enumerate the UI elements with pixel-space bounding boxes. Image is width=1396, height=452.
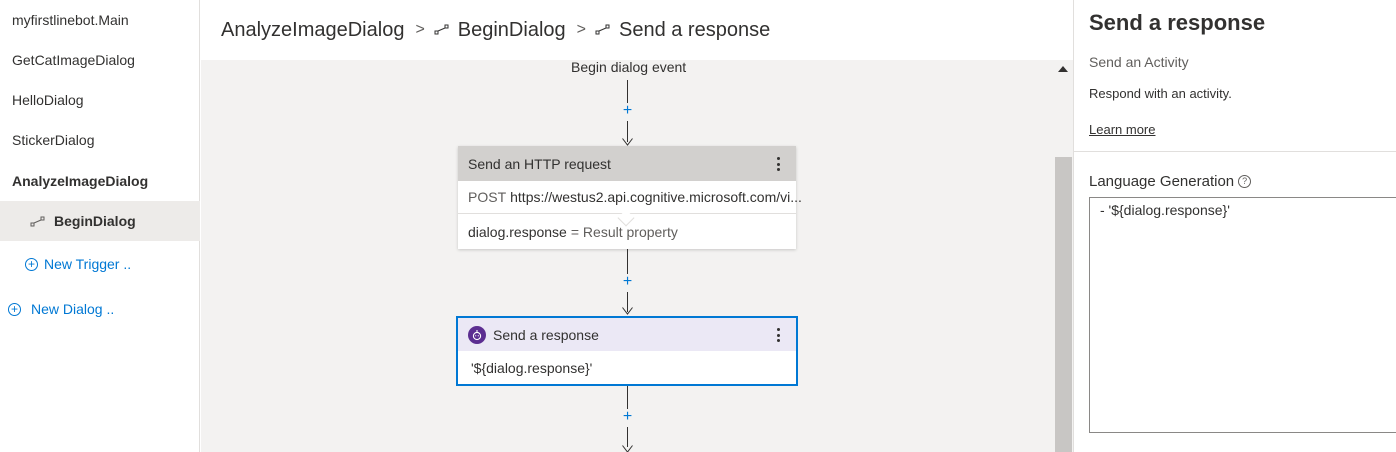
property-panel: Send a response Send an Activity Respond… xyxy=(1073,0,1396,452)
trigger-icon xyxy=(30,215,46,227)
response-card-body: '${dialog.response}' xyxy=(458,351,796,384)
sidebar-item-hello[interactable]: HelloDialog xyxy=(0,80,200,120)
sidebar-item-main[interactable]: myfirstlinebot.Main xyxy=(0,0,200,40)
http-request-card[interactable]: Send an HTTP request POST https://westus… xyxy=(458,146,802,249)
sidebar-item-label: BeginDialog xyxy=(54,213,136,229)
breadcrumb-label: BeginDialog xyxy=(457,18,566,41)
result-property-label: = Result property xyxy=(570,223,678,240)
trigger-icon xyxy=(434,24,450,36)
sidebar-item-begindialog[interactable]: BeginDialog xyxy=(0,201,200,241)
lg-editor-text: - '${dialog.response}' xyxy=(1100,202,1230,218)
send-response-card[interactable]: Send a response '${dialog.response}' xyxy=(456,316,798,386)
begin-dialog-event-label: Begin dialog event xyxy=(571,59,687,75)
http-card-request-row: POST https://westus2.api.cognitive.micro… xyxy=(458,181,802,227)
arrow-down-icon xyxy=(622,138,633,146)
panel-description: Respond with an activity. xyxy=(1089,86,1232,101)
sidebar-item-getcatimage[interactable]: GetCatImageDialog xyxy=(0,40,200,80)
breadcrumb: AnalyzeImageDialog > BeginDialog > Send … xyxy=(201,0,1073,60)
connector-line xyxy=(627,427,628,447)
result-variable: dialog.response xyxy=(468,223,567,240)
trigger-icon xyxy=(595,24,611,36)
add-action-button[interactable]: + xyxy=(619,103,636,120)
breadcrumb-label: AnalyzeImageDialog xyxy=(221,18,405,41)
response-card-header: Send a response xyxy=(458,318,796,351)
connector-line xyxy=(627,386,628,409)
breadcrumb-separator: > xyxy=(415,21,425,38)
language-generation-text: Language Generation xyxy=(1089,173,1235,190)
add-circle-icon: + xyxy=(8,302,21,316)
connector-line xyxy=(627,249,628,274)
add-action-button[interactable]: + xyxy=(619,274,636,291)
new-trigger-label: New Trigger .. xyxy=(44,256,132,272)
language-generation-label: Language Generation ? xyxy=(1089,173,1252,190)
new-dialog-label: New Dialog .. xyxy=(31,301,115,317)
panel-subtitle: Send an Activity xyxy=(1089,54,1189,70)
arrow-down-icon xyxy=(622,445,633,452)
arrow-down-icon xyxy=(622,307,633,315)
http-card-header: Send an HTTP request xyxy=(458,146,796,181)
connector-line xyxy=(627,121,628,142)
http-url: https://westus2.api.cognitive.microsoft.… xyxy=(510,189,802,205)
breadcrumb-item-trigger[interactable]: BeginDialog xyxy=(434,19,566,42)
sidebar-item-label: myfirstlinebot.Main xyxy=(12,12,129,28)
breadcrumb-item-dialog[interactable]: AnalyzeImageDialog xyxy=(221,19,404,42)
canvas-scrollbar-thumb[interactable] xyxy=(1055,157,1072,452)
connector-line xyxy=(627,292,628,312)
sidebar-item-label: AnalyzeImageDialog xyxy=(12,173,149,189)
breadcrumb-item-action[interactable]: Send a response xyxy=(595,19,770,42)
more-vertical-icon[interactable] xyxy=(770,155,786,173)
flow-canvas[interactable] xyxy=(201,60,1073,452)
add-action-button[interactable]: + xyxy=(619,409,636,426)
breadcrumb-label: Send a response xyxy=(618,18,771,41)
connector-line xyxy=(627,80,628,103)
language-generation-editor[interactable]: - '${dialog.response}' xyxy=(1089,197,1396,433)
scroll-up-arrow-icon[interactable] xyxy=(1058,66,1068,72)
more-vertical-icon[interactable] xyxy=(770,326,786,344)
sidebar-item-sticker[interactable]: StickerDialog xyxy=(0,120,200,160)
bot-icon xyxy=(468,325,486,344)
sidebar-item-label: GetCatImageDialog xyxy=(12,52,135,68)
new-dialog-button[interactable]: + New Dialog .. xyxy=(8,300,114,318)
http-card-title: Send an HTTP request xyxy=(468,155,611,172)
response-card-title: Send a response xyxy=(493,326,599,343)
response-text: '${dialog.response}' xyxy=(471,359,593,376)
sidebar-item-label: HelloDialog xyxy=(12,92,84,108)
learn-more-link[interactable]: Learn more xyxy=(1089,122,1156,137)
sidebar-item-label: StickerDialog xyxy=(12,132,95,148)
sidebar-item-analyzeimage[interactable]: AnalyzeImageDialog xyxy=(0,161,200,201)
new-trigger-button[interactable]: + New Trigger .. xyxy=(25,255,131,273)
breadcrumb-separator: > xyxy=(576,21,586,38)
add-circle-icon: + xyxy=(25,257,38,271)
help-icon[interactable]: ? xyxy=(1238,175,1252,188)
dialog-sidebar: myfirstlinebot.Main GetCatImageDialog He… xyxy=(0,0,200,452)
panel-title: Send a response xyxy=(1089,10,1266,35)
http-card-result-row: dialog.response = Result property xyxy=(458,214,796,249)
panel-divider xyxy=(1074,151,1396,152)
http-method: POST xyxy=(468,189,507,205)
